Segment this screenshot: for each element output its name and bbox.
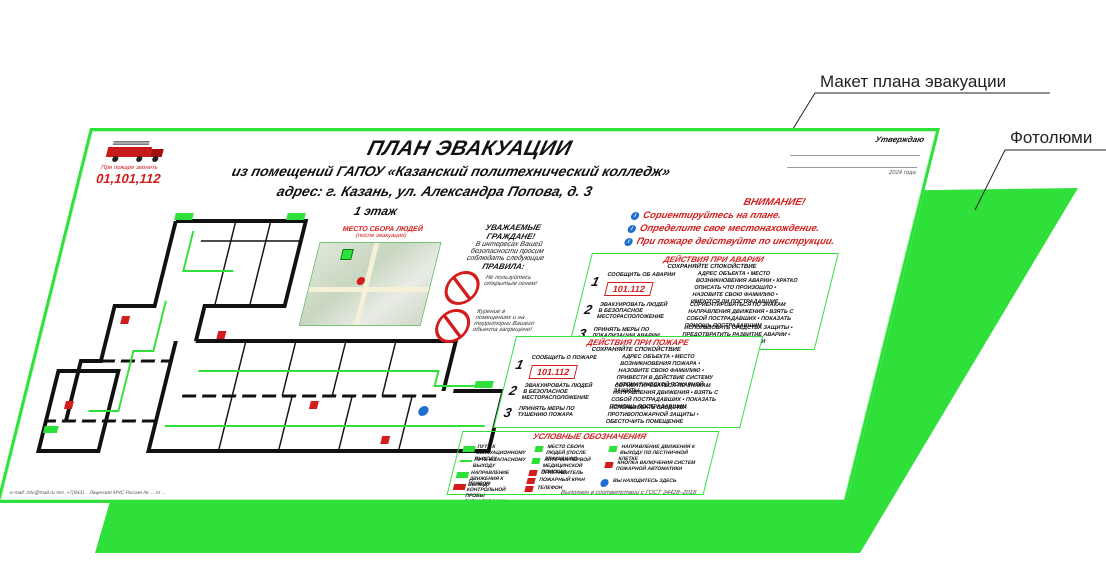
plan-address: адрес: г. Казань, ул. Александра Попова,… [275,183,595,199]
citizens-text: В интересах Вашей безопасности просим со… [465,241,545,262]
citizens-rules: ПРАВИЛА: [481,262,526,271]
accident-subheading: СОХРАНЯЙТЕ СПОКОЙСТВИЕ [666,264,758,270]
you-are-here-marker [418,406,429,416]
info-icon: i [630,211,641,220]
citizens-heading: УВАЖАЕМЫЕ ГРАЖДАНЕ! [484,223,542,241]
photolum-callout-label: Фотолюми [1010,128,1093,147]
step-number-1: 1 [514,357,526,372]
room-dividers [200,221,413,451]
approval-block: Утверждаю 2024 года [784,135,925,181]
plan-frame: При пожаре звонить 01,101,112 ПЛАН ЭВАКУ… [0,128,940,503]
assembly-point: МЕСТО СБОРА ЛЮДЕЙ (после эвакуации) [298,226,444,326]
phone-swatch [524,486,534,492]
info-icon: i [626,224,637,233]
callout-2-leader [974,149,1006,211]
accident-heading: ДЕЙСТВИЯ ПРИ АВАРИИ [662,255,765,264]
evac-route-swatch [462,446,476,452]
fire-truck-icon [105,141,164,162]
attention-item-text: Определите свое местонахождение. [638,223,821,234]
fire-step-2: ЭВАКУИРОВАТЬ ЛЮДЕЙ В БЕЗОПАСНОЕ МЕСТОРАС… [520,383,593,401]
info-icon: i [623,237,634,246]
fire-phone: 101.112 [528,365,578,379]
legend-item: КНОПКА ВКЛЮЧЕНИЯ СИСТЕМ ПОЖАРНОЙ АВТОМАТ… [615,460,696,472]
hydrant-swatch [526,478,536,484]
fire-subheading: СОХРАНЯЙТЕ СПОКОЙСТВИЕ [590,347,682,353]
legend-item: ПРИБОР КОНТРОЛЬНОЙ ПРОБЫ СИГНАЛИЗАЦИИ [463,481,507,503]
legend-heading: УСЛОВНЫЕ ОБОЗНАЧЕНИЯ [532,432,648,441]
footer-contacts: e-mail: info@mail.ru тел. +7(843)... Лиц… [9,490,167,496]
exit-signs [42,213,494,433]
footer-standard: Выполнен в соответствии с ГОСТ 34428–201… [559,490,697,496]
fire-step-1: СООБЩИТЬ О ПОЖАРЕ [530,355,598,361]
evacuation-plan-sheet: При пожаре звонить 01,101,112 ПЛАН ЭВАКУ… [0,128,940,503]
approval-label: Утверждаю [874,135,926,144]
layout-callout-label: Макет плана эвакуации [820,72,1007,91]
plan-title: ПЛАН ЭВАКУАЦИИ [365,137,575,160]
map-road [308,287,430,292]
citizens-notice: УВАЖАЕМЫЕ ГРАЖДАНЕ! В интересах Вашей бе… [452,223,564,271]
attention-heading: ВНИМАНИЕ! [742,197,807,208]
plan-subtitle: из помещений ГАПОУ «Казанский политехнич… [230,163,673,179]
fire-heading: ДЕЙСТВИЯ ПРИ ПОЖАРЕ [586,338,690,347]
assembly-swatch [534,446,544,452]
fire-actions-block: ДЕЙСТВИЯ ПРИ ПОЖАРЕ СОХРАНЯЙТЕ СПОКОЙСТВ… [493,336,764,428]
legend-item: ПОЖАРНЫЙ КРАН [538,477,586,483]
attention-item-text: Сориентируйтесь на плане. [641,210,783,221]
interior-partitions [45,359,443,423]
step-number-3: 3 [502,405,514,420]
fire-equipment-markers [63,316,391,444]
legend-block: УСЛОВНЫЕ ОБОЗНАЧЕНИЯ ПУТЬ К ЭВАКУАЦИОННО… [446,431,720,503]
fire-phone-number: 01,101,112 [94,171,163,186]
alarm-swatch [452,484,467,490]
rule-2-text: Курение в помещениях и на территории Ваш… [471,309,536,333]
legend-item: ПУТЬ К ЗАПАСНОМУ ВЫХОДУ [471,457,527,469]
approval-year: 2024 года [887,170,917,176]
fire-button-swatch [604,462,614,468]
step-number-1: 1 [589,274,601,289]
stair-direction-swatch [608,446,618,452]
extinguisher-swatch [528,470,538,476]
fire-step-3: ПРИНЯТЬ МЕРЫ ПО ТУШЕНИЮ ПОЖАРА [516,406,576,418]
accident-step-2: ЭВАКУИРОВАТЬ ЛЮДЕЙ В БЕЗОПАСНОЕ МЕСТОРАС… [596,302,669,320]
accident-step-1-details: АДРЕС ОБЪЕКТА • МЕСТО ВОЗНИКНОВЕНИЯ АВАР… [689,271,799,305]
approval-line [790,147,923,156]
legend-item: ОГНЕТУШИТЕЛЬ [540,470,584,476]
fire-call-block: При пожаре звонить 01,101,112 [89,139,210,186]
you-are-here-swatch [599,479,610,487]
rule-1-text: Не пользуйтесь открытым огнем! [483,275,538,287]
accident-phone: 101.112 [604,282,654,296]
assembly-label: МЕСТО СБОРА ЛЮДЕЙ [341,226,424,233]
assembly-map [298,242,442,326]
assembly-sublabel: (после эвакуации) [354,233,408,239]
evacuation-routes [88,231,485,427]
step-number-2: 2 [507,383,519,398]
attention-item-text: При пожаре действуйте по инструкции. [635,236,836,247]
step-number-2: 2 [582,302,594,317]
direction-swatch [455,472,470,478]
spare-route-swatch [459,460,473,462]
accident-step-1: СООБЩИТЬ ОБ АВАРИИ [606,272,676,278]
legend-item: ВЫ НАХОДИТЕСЬ ЗДЕСЬ [612,478,678,484]
approval-line [787,159,920,168]
assembly-marker-icon [340,249,354,260]
fire-step-3-details: ИСПОЛЬЗОВАТЬ СРЕДСТВА ПРОТИВОПОЖАРНОЙ ЗА… [605,405,700,425]
first-aid-swatch [531,458,541,464]
